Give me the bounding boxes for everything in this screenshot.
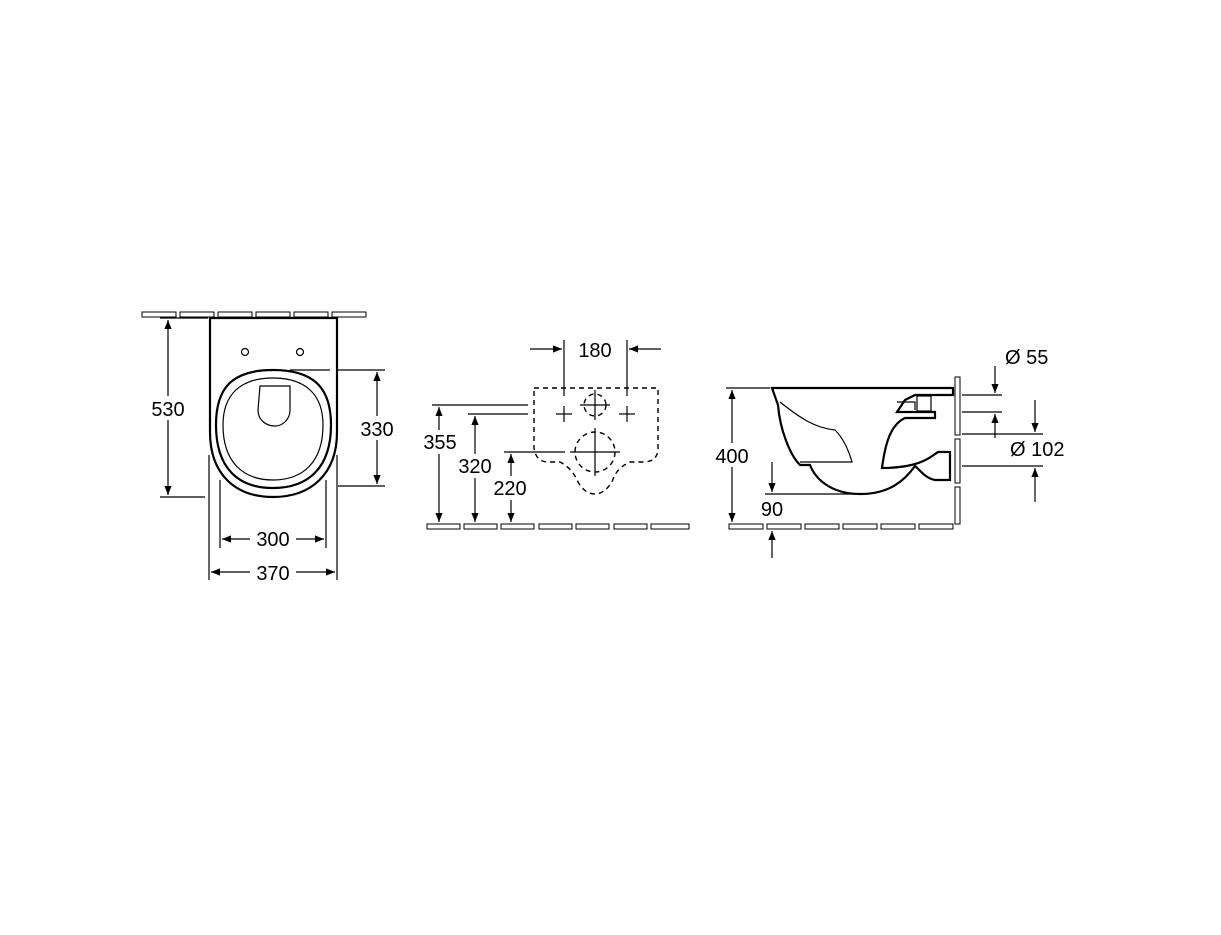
dimension-label-355: 355 [423,432,456,454]
dimension-label-530: 530 [151,399,184,421]
wall-line [141,311,367,318]
bowl-opening [257,385,291,427]
dimension-label-outlet-diameter: Ø 102 [1010,439,1064,461]
dimension-label-180: 180 [578,340,611,362]
top-view: 530 330 300 370 [141,311,399,585]
bowl-inner-line [779,401,853,463]
rear-view: 180 355 320 220 [417,340,690,530]
side-view: 400 90 Ø 55 Ø 102 [709,347,1064,558]
wall-line-side [954,376,961,525]
dimension-label-330: 330 [360,419,393,441]
seat-outline [214,368,333,490]
dimension-label-220: 220 [493,478,526,500]
fixing-hole-cross-left [556,406,572,422]
rear-outline [533,387,659,495]
floor-line-side [728,523,954,530]
dimension-label-inlet-diameter: Ø 55 [1005,347,1048,369]
dimension-label-320: 320 [458,456,491,478]
dimension-label-370: 370 [256,563,289,585]
seat-inner-outline [222,377,324,481]
dimension-label-90: 90 [761,499,783,521]
bowl-outline [208,316,339,499]
fixing-hole-right [295,347,305,357]
floor-line [426,523,690,530]
fixing-hole-cross-right [619,406,635,422]
fixing-hole-left [240,347,250,357]
dimension-label-400: 400 [715,446,748,468]
bowl-side-profile [770,386,955,496]
dimension-label-300: 300 [256,529,289,551]
